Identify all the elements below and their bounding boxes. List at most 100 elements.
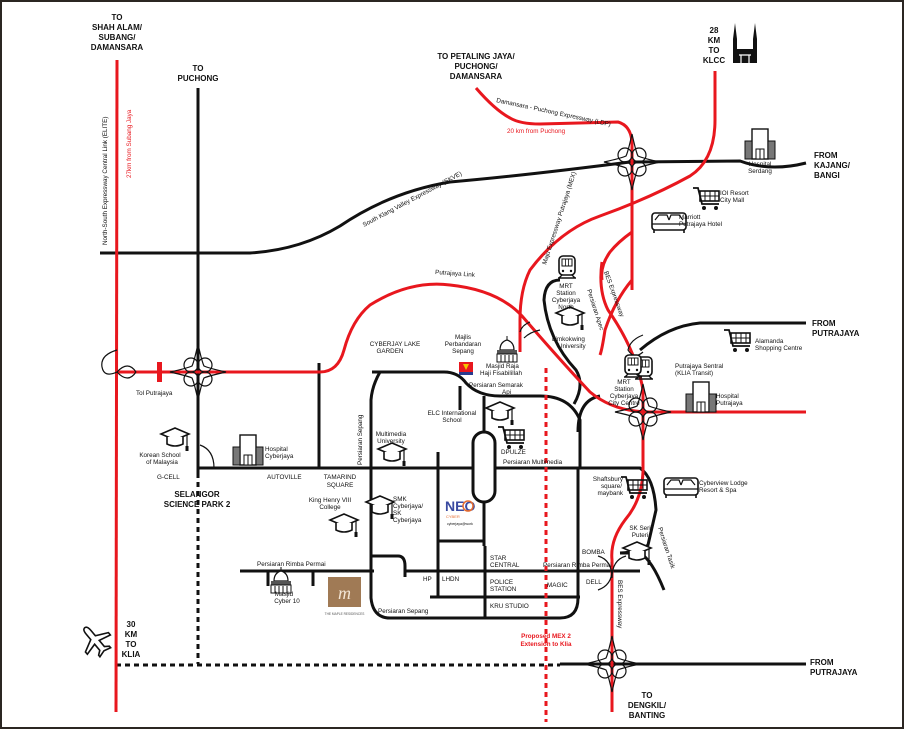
hospital-cyberjaya-icon [232, 434, 264, 466]
twin-towers-icon [733, 23, 757, 63]
shaftsbury-cart-icon [620, 476, 648, 500]
neo-logo-text: NEO [445, 498, 475, 514]
label-putrajaya-sentral: Putrajaya Sentral(KLIA Transit) [675, 363, 723, 377]
alamanda-cart-icon [723, 329, 751, 353]
mrt-north-train-icon [557, 255, 577, 279]
ioi-mall-cart-icon [692, 187, 720, 211]
label-kru: KRU STUDIO [490, 603, 529, 610]
toll-bar [157, 362, 162, 382]
masjid-raja-mosque-icon [496, 335, 518, 363]
neo-logo-tag: cyberjaya@work [447, 522, 473, 526]
road-skve [100, 159, 807, 255]
label-ldp-distance: 20 km from Puchong [507, 128, 566, 135]
hospital-serdang-icon [744, 128, 776, 160]
hospital-putrajaya-icon [685, 381, 717, 413]
label-sepang-v: Persiaran Sepang [357, 414, 364, 465]
elc-school-icon [485, 401, 515, 426]
highways [114, 59, 806, 713]
label-bomba: BOMBA [582, 549, 606, 556]
highway-mex-north [600, 230, 633, 281]
label-tasik: Persiaran Tasik [656, 526, 676, 570]
highway-mex-upper [598, 279, 634, 356]
label-elite: North-South Expressway Central Link (ELI… [102, 117, 109, 245]
label-gcell: G-CELL [157, 474, 180, 481]
label-magic: MAGIC [547, 582, 568, 589]
highway-ldp [474, 87, 634, 290]
mmu-school-icon [377, 442, 407, 467]
road-sepang-v [369, 371, 580, 620]
highway-bes [599, 261, 645, 712]
label-rimba-permai-w: Persiaran Rimba Permai [257, 561, 326, 568]
label-putrajaya-link: Putrajaya Link [435, 269, 476, 279]
highway-klcc [518, 71, 717, 352]
highway-elite [114, 59, 119, 713]
label-multimedia: Persiaran Multimedia [503, 459, 563, 466]
label-hp: HP [423, 576, 432, 583]
neo-cyber-logo: NEO CYBER cyberjaya@work [445, 498, 475, 526]
korean-school-icon [160, 427, 190, 452]
label-lhdn: LHDN [442, 576, 460, 583]
king-henry-school-icon [329, 513, 359, 538]
the-maple-mark: m [338, 583, 351, 603]
mrt-city-train-icon [623, 354, 643, 378]
road-putrajaya-mid [639, 321, 806, 352]
label-dpulze: DPULZE [501, 449, 526, 456]
road-rimba-mid [371, 554, 640, 577]
neo-logo-sub: CYBER [446, 514, 460, 519]
cyberview-bed-icon [663, 477, 699, 499]
label-toll: Tol Putrajaya [136, 390, 173, 397]
label-rimba-permai-e: Persiaran Rimba Permai [543, 562, 612, 569]
dir-petaling-jaya: TO PETALING JAYA/PUCHONG/DAMANSARA [437, 52, 515, 81]
the-maple-logo: m THE MAPLE RESIDENCES [325, 577, 365, 616]
label-skve: South Klang Valley Expressway (SKVE) [362, 170, 463, 228]
highway-putrajaya-link [116, 282, 806, 414]
label-dell: DELL [586, 579, 602, 586]
proposed-roads [116, 482, 560, 667]
label-mex: Maju Expressway Putrajaya (MEX) [541, 171, 578, 266]
label-autoville: AUTOVILLE [267, 474, 302, 481]
airplane-icon [83, 626, 112, 659]
dpulze-cart-icon [497, 426, 525, 450]
oval-roundabout [471, 430, 497, 504]
the-maple-caption: THE MAPLE RESIDENCES [325, 612, 365, 616]
label-sepang-h: Persiaran Sepang [378, 608, 429, 615]
road-apec [542, 278, 582, 405]
